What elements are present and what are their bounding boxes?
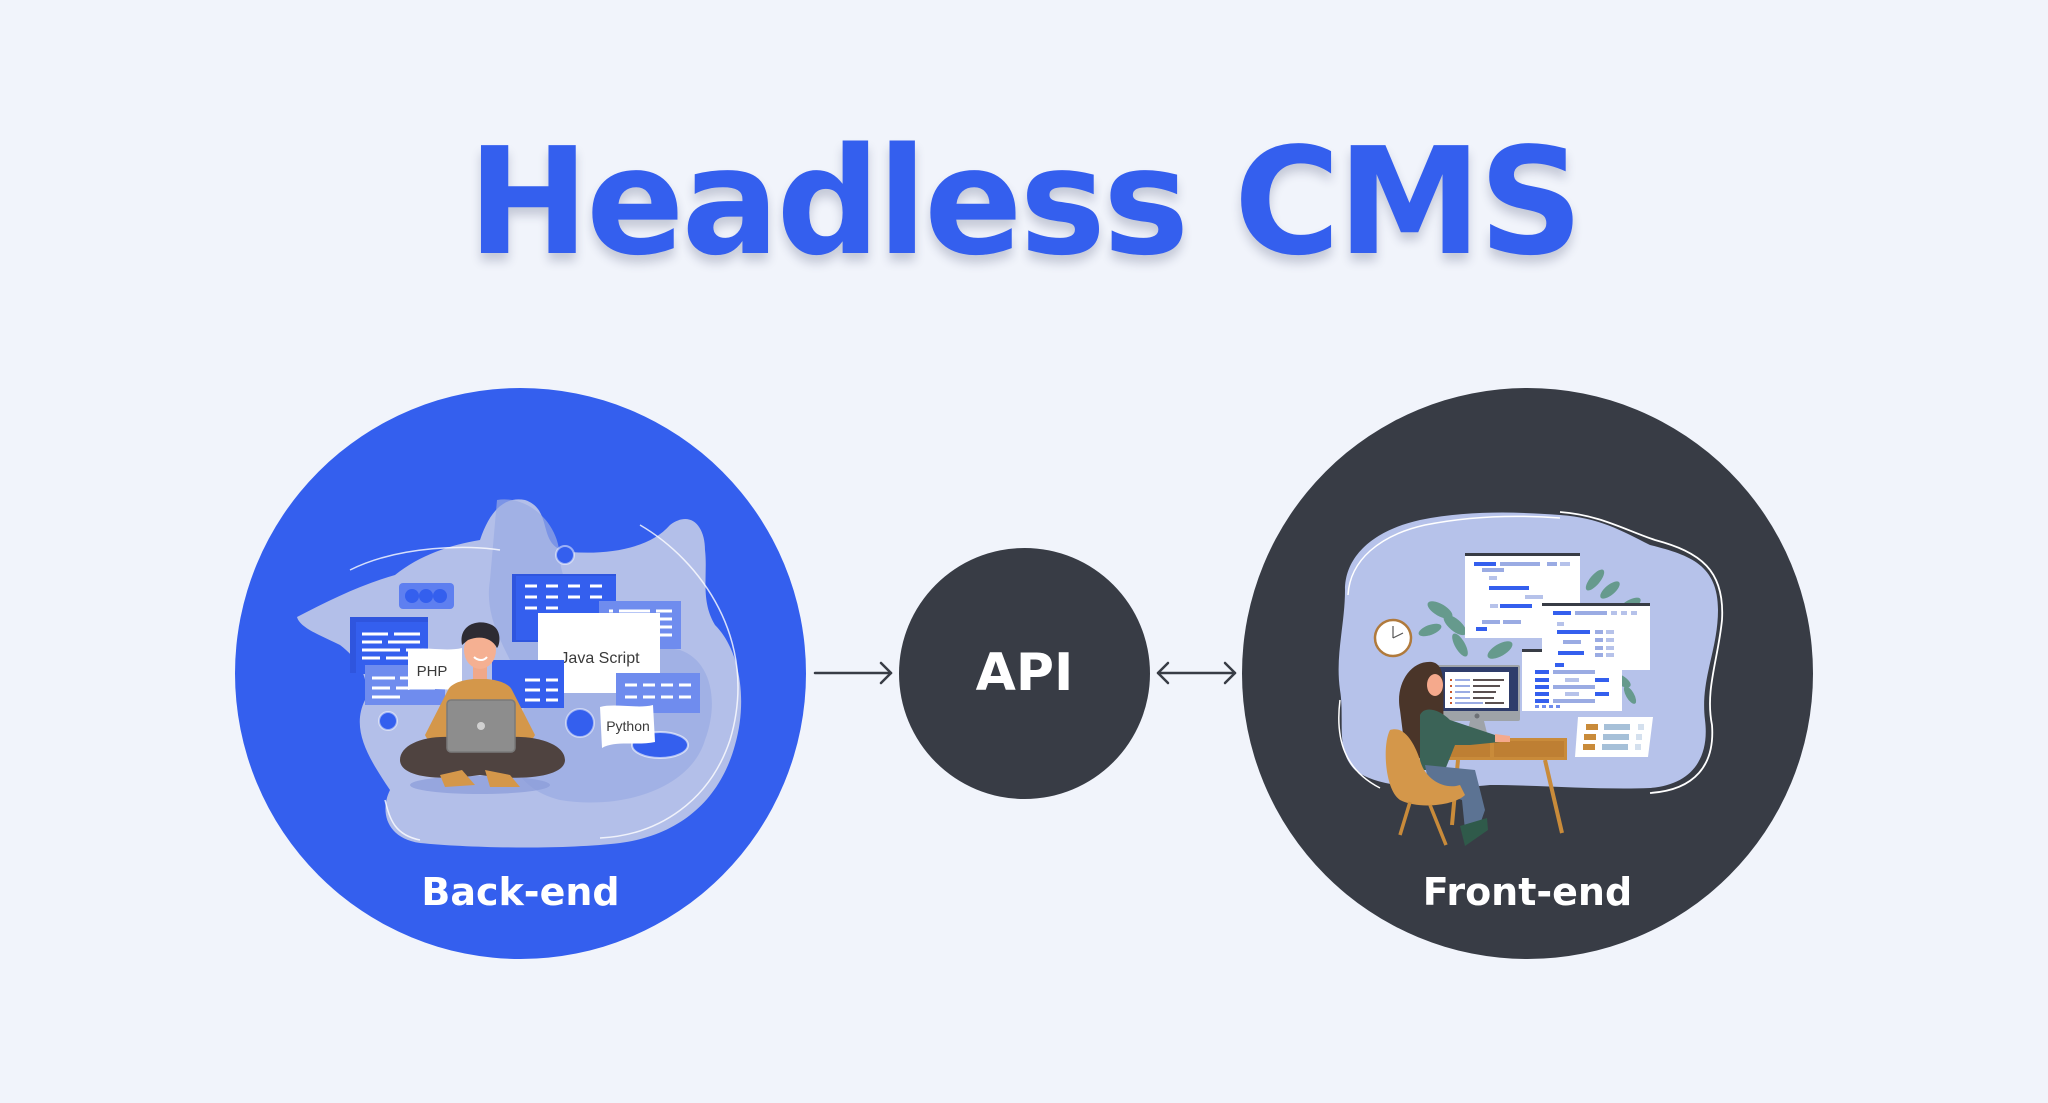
code-window-icon bbox=[1465, 553, 1580, 638]
api-node: API bbox=[899, 548, 1150, 799]
svg-text:Python: Python bbox=[606, 718, 650, 734]
python-tag: Python bbox=[600, 705, 655, 748]
developer-with-laptop-icon bbox=[400, 622, 565, 794]
api-label: API bbox=[975, 643, 1074, 703]
svg-text:Java Script: Java Script bbox=[560, 650, 640, 667]
circle-node-icon bbox=[555, 545, 575, 565]
php-tag: PHP bbox=[408, 648, 462, 690]
code-window-icon bbox=[1542, 603, 1650, 670]
frontend-label: Front-end bbox=[1422, 870, 1633, 914]
dots-window-icon bbox=[399, 583, 454, 609]
developer-at-desk-icon bbox=[1399, 661, 1510, 846]
backend-label: Back-end bbox=[421, 870, 620, 914]
page-title: Headless CMS bbox=[467, 116, 1584, 288]
arrow-right-icon bbox=[813, 661, 893, 685]
circle-node-icon bbox=[565, 708, 595, 738]
monitor-icon bbox=[1435, 665, 1520, 733]
svg-text:PHP: PHP bbox=[417, 663, 448, 680]
chair-icon bbox=[1385, 729, 1465, 846]
wall-clock-icon bbox=[1373, 618, 1413, 658]
circle-node-icon bbox=[378, 711, 398, 731]
status-card-icon bbox=[1575, 717, 1653, 757]
arrow-bidirectional-icon bbox=[1156, 661, 1237, 685]
